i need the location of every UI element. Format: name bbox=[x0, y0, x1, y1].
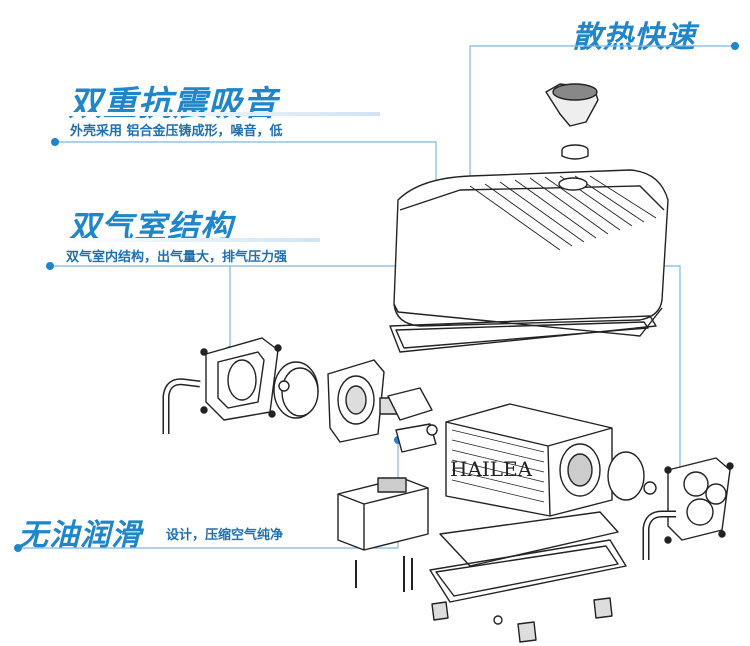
left-pipe bbox=[162, 378, 201, 434]
callout-line-dual-chamber bbox=[50, 265, 681, 478]
brand-label: HAILEA bbox=[450, 457, 533, 481]
feature-subtitle-oil-free: 设计，压缩空气纯净 bbox=[166, 528, 284, 543]
diaphragm-left bbox=[273, 361, 319, 419]
left-chamber-plate bbox=[200, 337, 282, 421]
callout-dot bbox=[14, 544, 22, 552]
diaphragm-right bbox=[607, 451, 657, 501]
callout-dot bbox=[731, 42, 739, 50]
feature-title-oil-free: 无油润滑 bbox=[18, 518, 142, 553]
rubber-feet bbox=[431, 597, 613, 643]
diaphragm-holder-left bbox=[327, 359, 385, 443]
gasket bbox=[389, 315, 657, 353]
screws bbox=[355, 556, 413, 592]
callout-line-dual-shock bbox=[55, 141, 437, 203]
base-plate bbox=[429, 511, 627, 603]
feature-subtitle-dual-shock: 外壳采用 铝合金压铸成形，噪音，低 bbox=[70, 124, 283, 139]
feature-subtitle-dual-chamber: 双气室内结构，出气量大，排气压力强 bbox=[66, 250, 288, 265]
electromagnet-body bbox=[445, 403, 613, 517]
feature-title-dual-shock: 双重抗震吸音 bbox=[68, 84, 278, 124]
cooling-fins bbox=[469, 175, 657, 251]
title-streak bbox=[60, 112, 380, 116]
top-knob bbox=[545, 83, 599, 160]
right-chamber-plate bbox=[664, 457, 734, 544]
callout-line-oil-free bbox=[18, 440, 399, 549]
magnet-linkage bbox=[379, 387, 438, 453]
callout-dot bbox=[46, 262, 54, 270]
housing-cover bbox=[389, 169, 669, 353]
callout-dot bbox=[51, 138, 59, 146]
callout-line-cooling bbox=[469, 45, 735, 186]
feature-title-cooling: 散热快速 bbox=[572, 20, 696, 55]
transformer bbox=[337, 477, 429, 551]
title-streak bbox=[60, 238, 320, 242]
